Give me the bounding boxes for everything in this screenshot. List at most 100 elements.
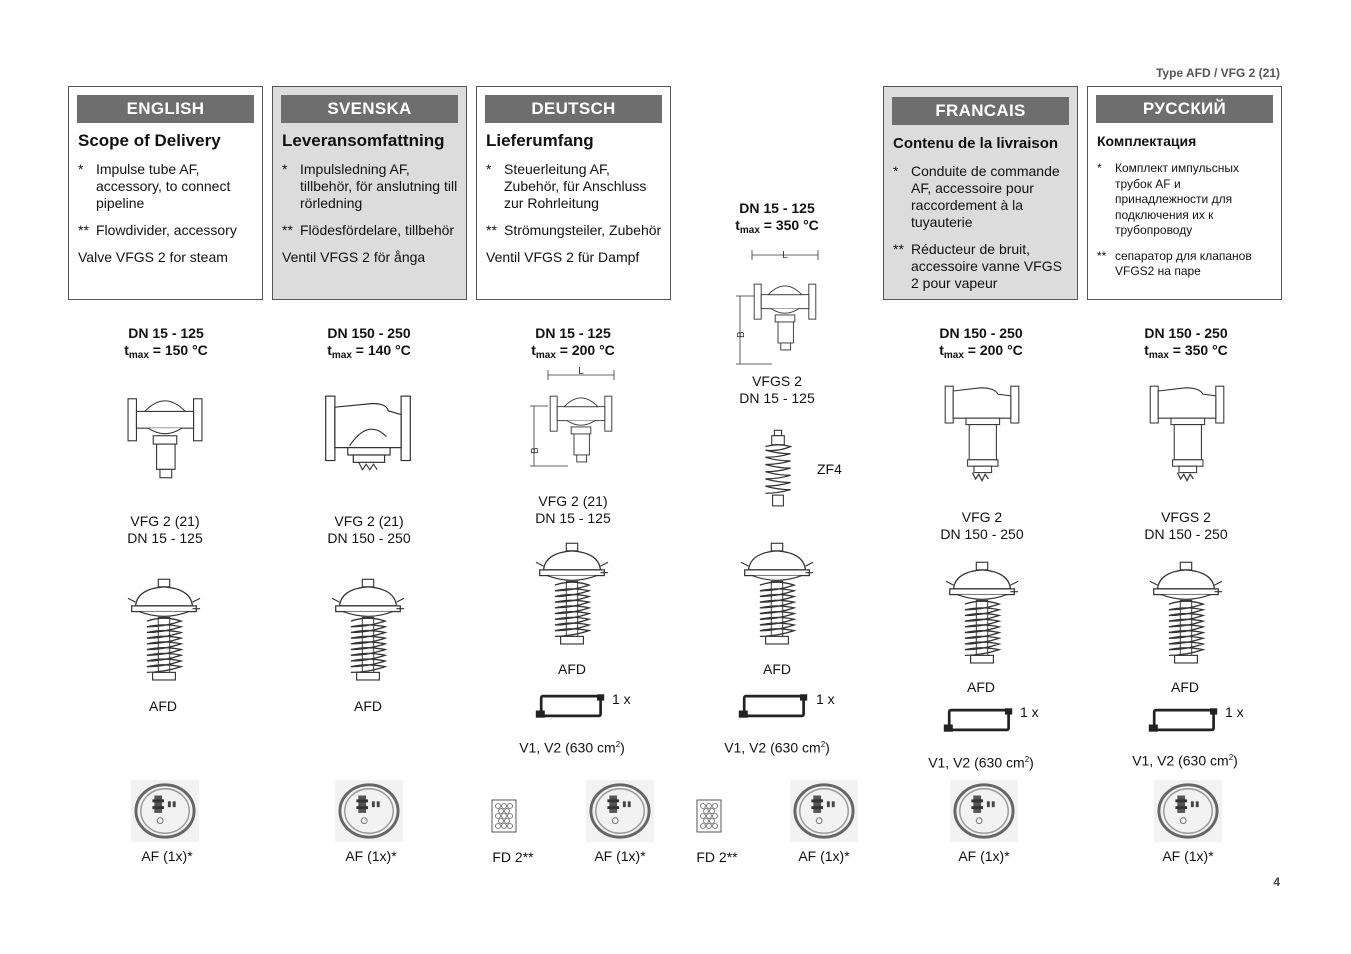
tmax-subscript: max [943, 350, 964, 361]
language-title: Leveransomfattning [282, 131, 445, 150]
valve-vfg2-large-drawing [325, 395, 411, 471]
language-title: Contenu de la livraison [893, 135, 1059, 152]
list-item: Ventil VFGS 2 für Dampf [486, 249, 666, 266]
item-marker: ** [282, 222, 293, 238]
valve-dn: DN 150 - 250 [940, 526, 1024, 542]
valve-dn: DN 15 - 125 [127, 530, 203, 546]
dimension-b-label: B [530, 447, 541, 454]
item-marker: * [893, 163, 899, 179]
actuator-afd-drawing [331, 578, 405, 681]
spec-tmax: tmax = 200 °C [901, 342, 1061, 364]
valve-vfgs2-tall-drawing [1149, 385, 1225, 482]
spec-tmax: tmax = 350 °C [1106, 342, 1266, 364]
item-text: Комплект импульсных трубок AF и принадле… [1115, 161, 1239, 237]
item-text: Strömungsteiler, Zubehör [504, 222, 662, 238]
vessel-text-end: ) [825, 739, 830, 756]
actuator-afd-drawing [740, 542, 814, 645]
spec-tmax: tmax = 350 °C [697, 217, 857, 239]
document-type-header: Type AFD / VFG 2 (21) [1155, 66, 1280, 80]
actuator-caption: AFD [763, 661, 791, 677]
spec-dn: DN 150 - 250 [327, 325, 411, 341]
tmax-symbol: t [531, 342, 536, 358]
spec-tmax: tmax = 150 °C [86, 342, 246, 364]
language-header: ENGLISH [77, 95, 254, 123]
dimension-l-label: L [578, 366, 584, 377]
item-marker: ** [78, 222, 89, 238]
impulse-caption: AF (1x)* [1162, 848, 1214, 864]
item-text: Steuerleitung AF, Zubehör, für Anschluss… [504, 161, 647, 211]
tmax-value: = 150 °C [148, 342, 208, 358]
item-marker: ** [893, 241, 904, 257]
list-item: **Réducteur de bruit, accessoire vanne V… [893, 241, 1073, 292]
vessel-caption: V1, V2 (630 cm2) [896, 751, 1066, 772]
vessel-text-end: ) [1029, 754, 1034, 771]
valve-dn: DN 150 - 250 [1144, 526, 1228, 542]
spec-tmax: tmax = 200 °C [493, 342, 653, 364]
tmax-value: = 200 °C [963, 342, 1023, 358]
language-header: DEUTSCH [485, 95, 662, 123]
spec-dn: DN 150 - 250 [939, 325, 1023, 341]
vessel-unit-sup: 2 [1024, 755, 1030, 764]
impulse-tube-af-drawing [949, 780, 1019, 842]
language-box-francais: FRANCAIS Contenu de la livraison * Condui… [883, 86, 1078, 300]
impulse-caption: AF (1x)* [141, 848, 193, 864]
vessel-text: V1, V2 (630 cm [928, 754, 1025, 771]
tmax-value: = 140 °C [351, 342, 411, 358]
item-text: Conduite de commande AF, accessoire pour… [911, 163, 1060, 230]
condensation-vessel-drawing [534, 692, 606, 720]
list-item: ** Flödesfördelare, tillbehör [282, 222, 462, 239]
impulse-tube-af-drawing [130, 780, 200, 842]
item-marker: * [78, 161, 84, 177]
item-text: Flödesfördelare, tillbehör [300, 222, 455, 238]
vessel-text: V1, V2 (630 cm [724, 739, 821, 756]
tmax-value: = 350 °C [759, 217, 819, 233]
language-box-english: ENGLISH Scope of Delivery *Impulse tube … [68, 86, 263, 300]
impulse-tube-af-drawing [585, 780, 655, 842]
valve-name: VFGS 2 [752, 373, 802, 389]
zf4-label: ZF4 [817, 461, 842, 477]
condensation-vessel-drawing [942, 706, 1014, 734]
language-header: РУССКИЙ [1096, 95, 1273, 123]
valve-dn: DN 15 - 125 [739, 390, 815, 406]
item-text: сепаратор для клапанов VFGS2 на паре [1115, 248, 1252, 279]
condensation-vessel-drawing [1147, 706, 1219, 734]
actuator-afd-drawing [127, 578, 201, 681]
list-item: *Комплект импульсных трубок AF и принадл… [1097, 161, 1277, 239]
actuator-caption: AFD [149, 698, 177, 714]
tmax-symbol: t [124, 342, 129, 358]
tmax-subscript: max [1148, 350, 1169, 361]
item-text: Valve VFGS 2 for steam [78, 249, 228, 265]
language-header: FRANCAIS [892, 97, 1069, 125]
language-title: Lieferumfang [486, 131, 594, 150]
list-item: ** Strömungsteiler, Zubehör [486, 222, 666, 239]
vessel-caption: V1, V2 (630 cm2) [692, 736, 862, 757]
condensation-vessel-drawing [737, 692, 809, 720]
vessel-quantity: 1 x [1020, 704, 1039, 720]
impulse-caption: AF (1x)* [594, 848, 646, 864]
list-item: *Impulse tube AF, accessory, to connect … [78, 161, 258, 212]
tmax-symbol: t [327, 342, 332, 358]
vessel-text-end: ) [620, 739, 625, 756]
valve-vfgs2-dimension-drawing: L B [736, 250, 819, 365]
item-text: Flowdivider, accessory [96, 222, 237, 238]
tmax-symbol: t [735, 217, 740, 233]
actuator-caption: AFD [558, 661, 586, 677]
actuator-afd-drawing [1149, 561, 1223, 664]
actuator-afd-drawing [535, 542, 609, 645]
spec-dn: DN 15 - 125 [535, 325, 611, 341]
list-item: ** Flowdivider, accessory [78, 222, 258, 239]
spec-dn: DN 15 - 125 [739, 200, 815, 216]
valve-caption: VFG 2 (21)DN 15 - 125 [80, 513, 250, 547]
vessel-text: V1, V2 (630 cm [1132, 752, 1229, 769]
valve-vfg2-tall-drawing [944, 385, 1020, 482]
language-box-svenska: SVENSKA Leveransomfattning *Impulslednin… [272, 86, 467, 300]
vessel-unit-sup: 2 [615, 740, 621, 749]
valve-name: VFGS 2 [1161, 509, 1211, 525]
item-marker: ** [486, 222, 497, 238]
tmax-value: = 350 °C [1168, 342, 1228, 358]
item-marker: ** [1097, 248, 1107, 263]
actuator-caption: AFD [1171, 679, 1199, 695]
